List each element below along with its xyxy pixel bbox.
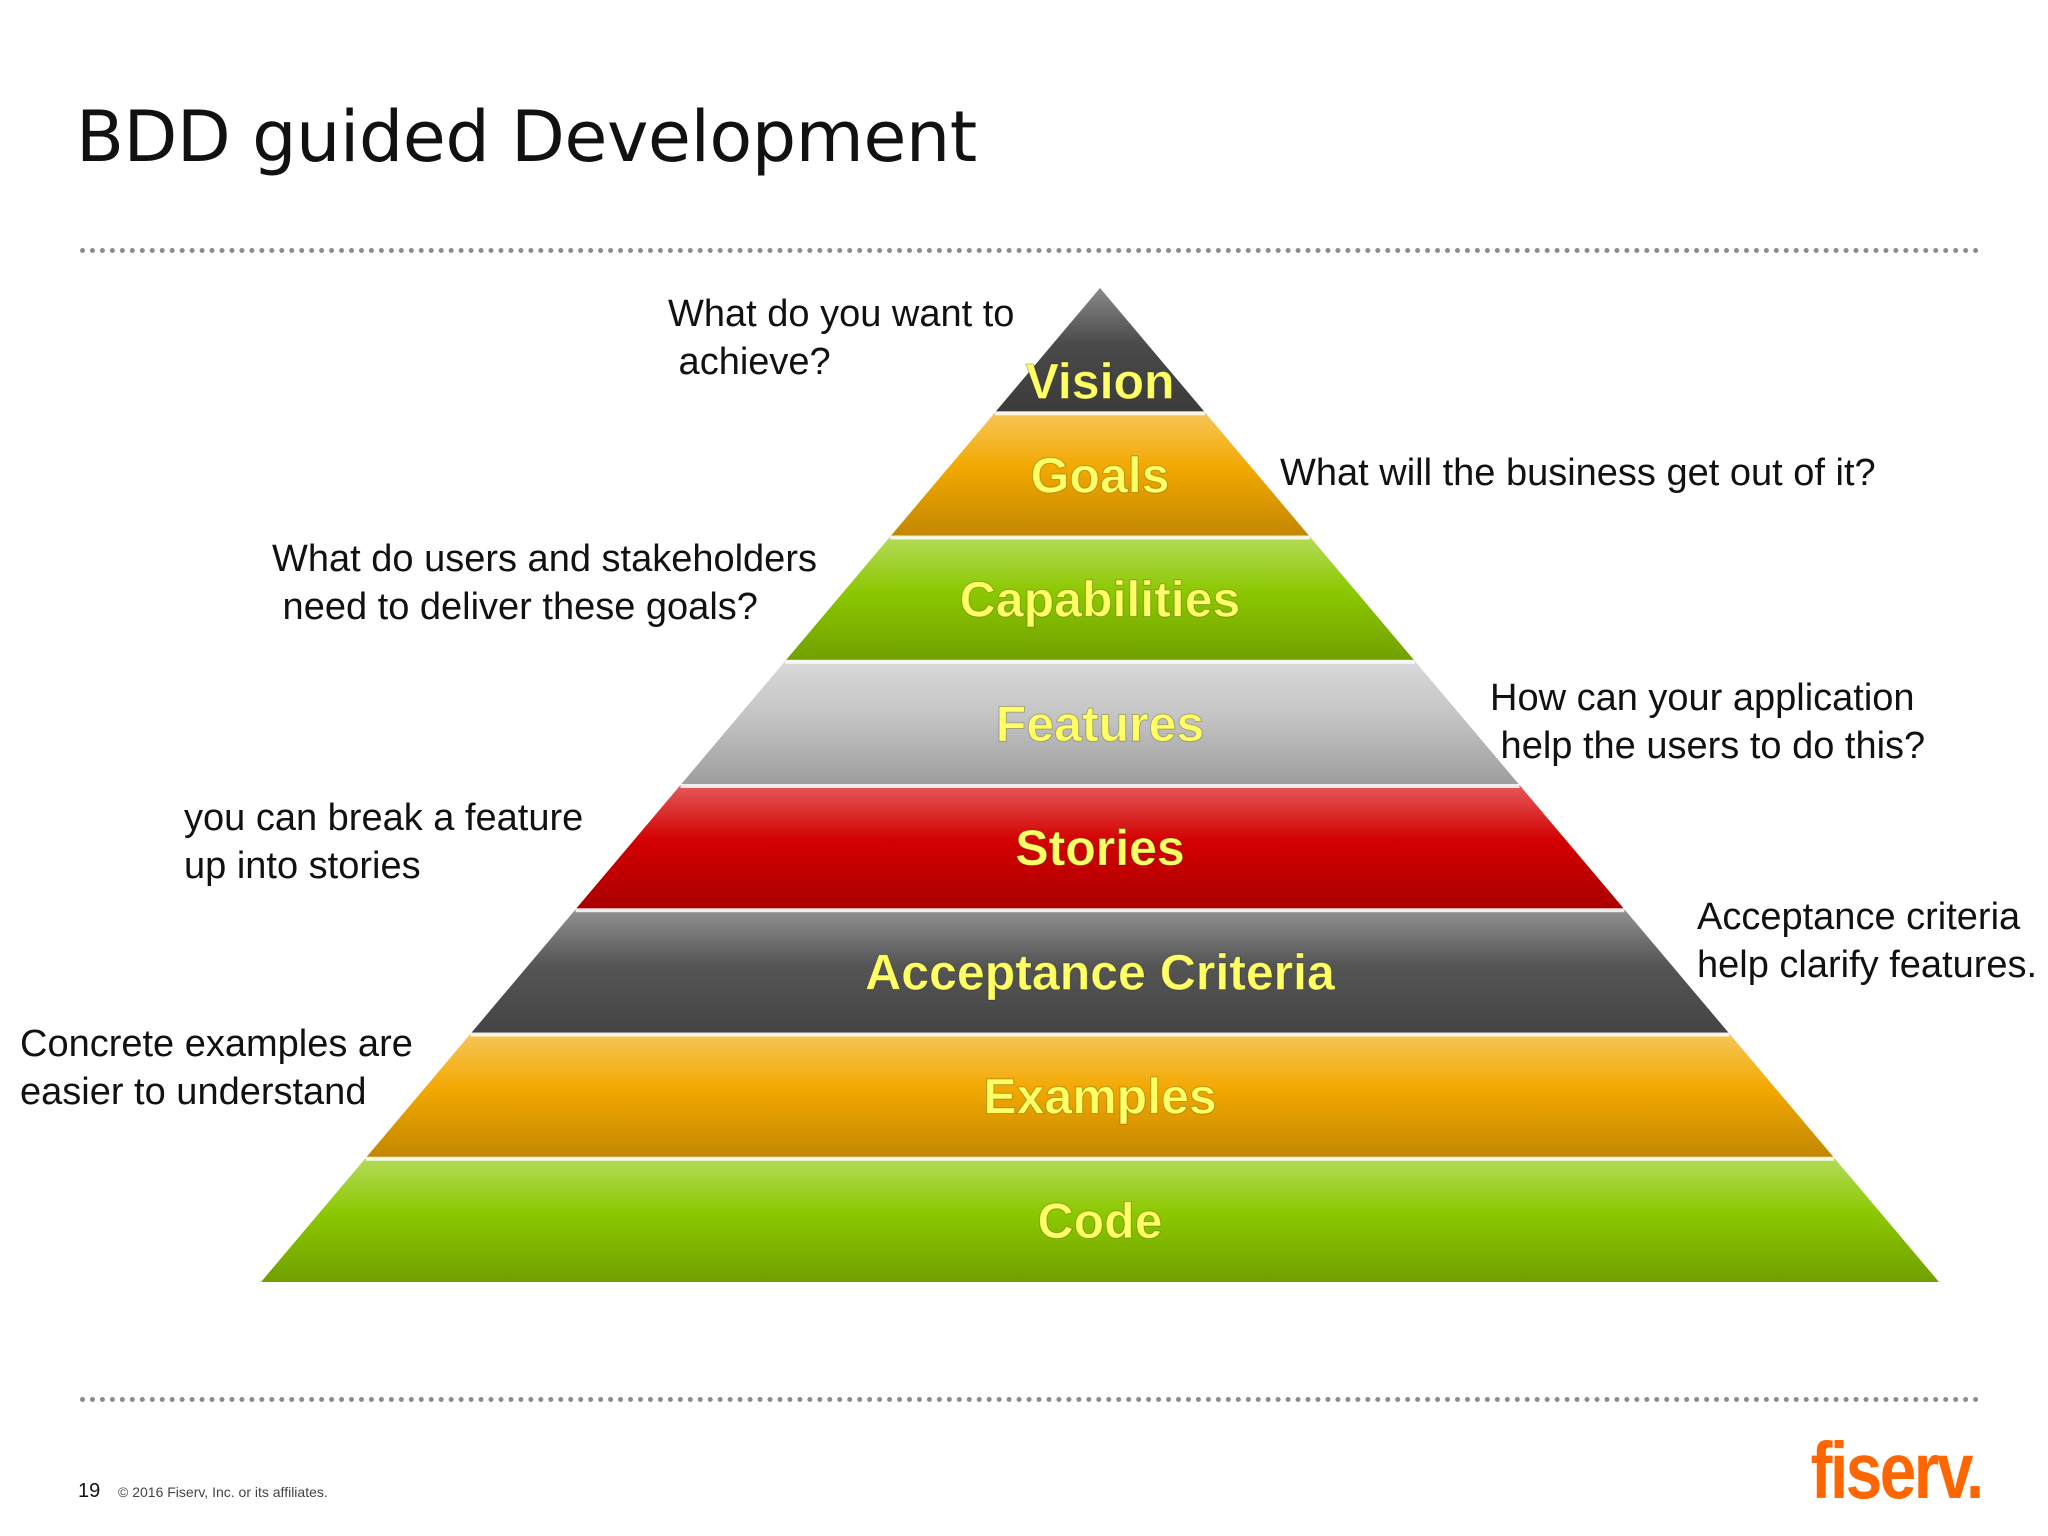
annotation-capabilities-line-1: What do users and stakeholders xyxy=(272,538,817,580)
pyramid-level-features xyxy=(680,660,1520,785)
annotation-goals-line-1: What will the business get out of it? xyxy=(1280,452,1876,494)
annotation-stories-line-1: you can break a feature xyxy=(184,797,584,839)
annotation-capabilities: What do users and stakeholders need to d… xyxy=(272,535,817,631)
annotation-vision-line-1: What do you want to xyxy=(668,293,1015,335)
annotation-acceptance-line-1: Acceptance criteria xyxy=(1697,896,2021,938)
pyramid-label-stories: Stories xyxy=(1015,820,1185,876)
annotation-capabilities-line-2: need to deliver these goals? xyxy=(272,586,758,628)
pyramid-label-acceptance-criteria: Acceptance Criteria xyxy=(865,944,1336,1000)
pyramid-label-code: Code xyxy=(1038,1193,1163,1249)
pyramid-level-vision xyxy=(995,288,1205,413)
page-number: 19 xyxy=(78,1480,101,1502)
pyramid-level-goals xyxy=(890,412,1310,537)
pyramid-level-code xyxy=(261,1157,1939,1282)
annotation-vision-line-2: achieve? xyxy=(668,341,831,383)
annotation-examples-line-2: easier to understand xyxy=(20,1071,367,1113)
annotation-examples-line-1: Concrete examples are xyxy=(20,1023,413,1065)
annotation-acceptance: Acceptance criteria help clarify feature… xyxy=(1697,893,2037,989)
annotation-stories: you can break a feature up into stories xyxy=(184,794,583,890)
annotation-examples: Concrete examples are easier to understa… xyxy=(20,1020,413,1116)
bottom-divider xyxy=(80,1397,1980,1402)
pyramid-level-capabilities xyxy=(785,536,1415,661)
pyramid-label-examples: Examples xyxy=(983,1069,1216,1125)
top-divider xyxy=(80,248,1980,253)
annotation-stories-line-2: up into stories xyxy=(184,845,421,887)
pyramid-label-vision: Vision xyxy=(1025,353,1174,409)
pyramid-label-goals: Goals xyxy=(1031,447,1170,503)
annotation-goals: What will the business get out of it? xyxy=(1280,449,1876,497)
annotation-features: How can your application help the users … xyxy=(1490,674,1925,770)
pyramid-level-stories xyxy=(575,785,1625,910)
fiserv-logo: fiserv. xyxy=(1810,1426,1985,1515)
annotation-features-line-2: help the users to do this? xyxy=(1490,725,1926,767)
pyramid-level-acceptance-criteria xyxy=(470,909,1730,1034)
copyright-text: © 2016 Fiserv, Inc. or its affiliates. xyxy=(118,1484,328,1500)
annotation-features-line-1: How can your application xyxy=(1490,677,1915,719)
pyramid-level-examples xyxy=(365,1033,1835,1158)
annotation-vision: What do you want to achieve? xyxy=(668,290,1014,386)
slide-title: BDD guided Development xyxy=(76,96,977,178)
bdd-pyramid: VisionGoalsCapabilitiesFeaturesStoriesAc… xyxy=(261,288,1939,1282)
annotation-acceptance-line-2: help clarify features. xyxy=(1697,944,2038,986)
pyramid-label-features: Features xyxy=(996,696,1204,752)
pyramid-label-capabilities: Capabilities xyxy=(960,572,1241,628)
